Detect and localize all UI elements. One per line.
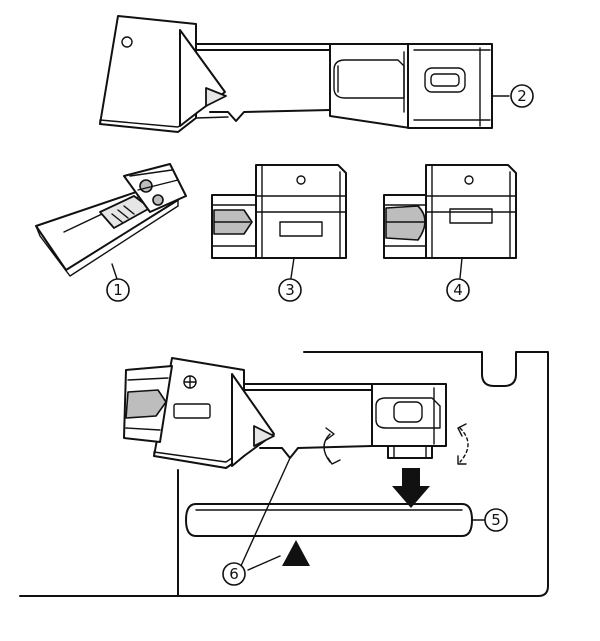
leader-4 bbox=[459, 257, 463, 279]
callout-2: 2 bbox=[510, 84, 534, 108]
callout-4: 4 bbox=[446, 278, 470, 302]
svg-text:5: 5 bbox=[491, 511, 501, 529]
guide-front-view bbox=[211, 164, 347, 259]
guide-installed bbox=[123, 357, 469, 469]
leader-1 bbox=[111, 263, 118, 280]
machine-slot bbox=[19, 351, 549, 597]
guide-attachment bbox=[99, 15, 493, 133]
callout-5: 5 bbox=[484, 508, 508, 532]
presser-foot bbox=[35, 163, 187, 277]
svg-text:3: 3 bbox=[285, 281, 295, 299]
triangle-mark-icon bbox=[282, 540, 310, 566]
callout-6: 6 bbox=[222, 562, 246, 586]
leader-6-a bbox=[239, 457, 291, 569]
leader-6-b bbox=[247, 555, 281, 571]
svg-text:4: 4 bbox=[453, 281, 463, 299]
guide-inserted-view bbox=[383, 164, 517, 259]
callout-3: 3 bbox=[278, 278, 302, 302]
down-arrow-icon bbox=[392, 468, 430, 508]
callout-1: 1 bbox=[106, 278, 130, 302]
svg-text:1: 1 bbox=[113, 281, 123, 299]
leader-3 bbox=[290, 257, 295, 279]
svg-text:2: 2 bbox=[517, 87, 527, 105]
svg-text:6: 6 bbox=[229, 565, 239, 583]
